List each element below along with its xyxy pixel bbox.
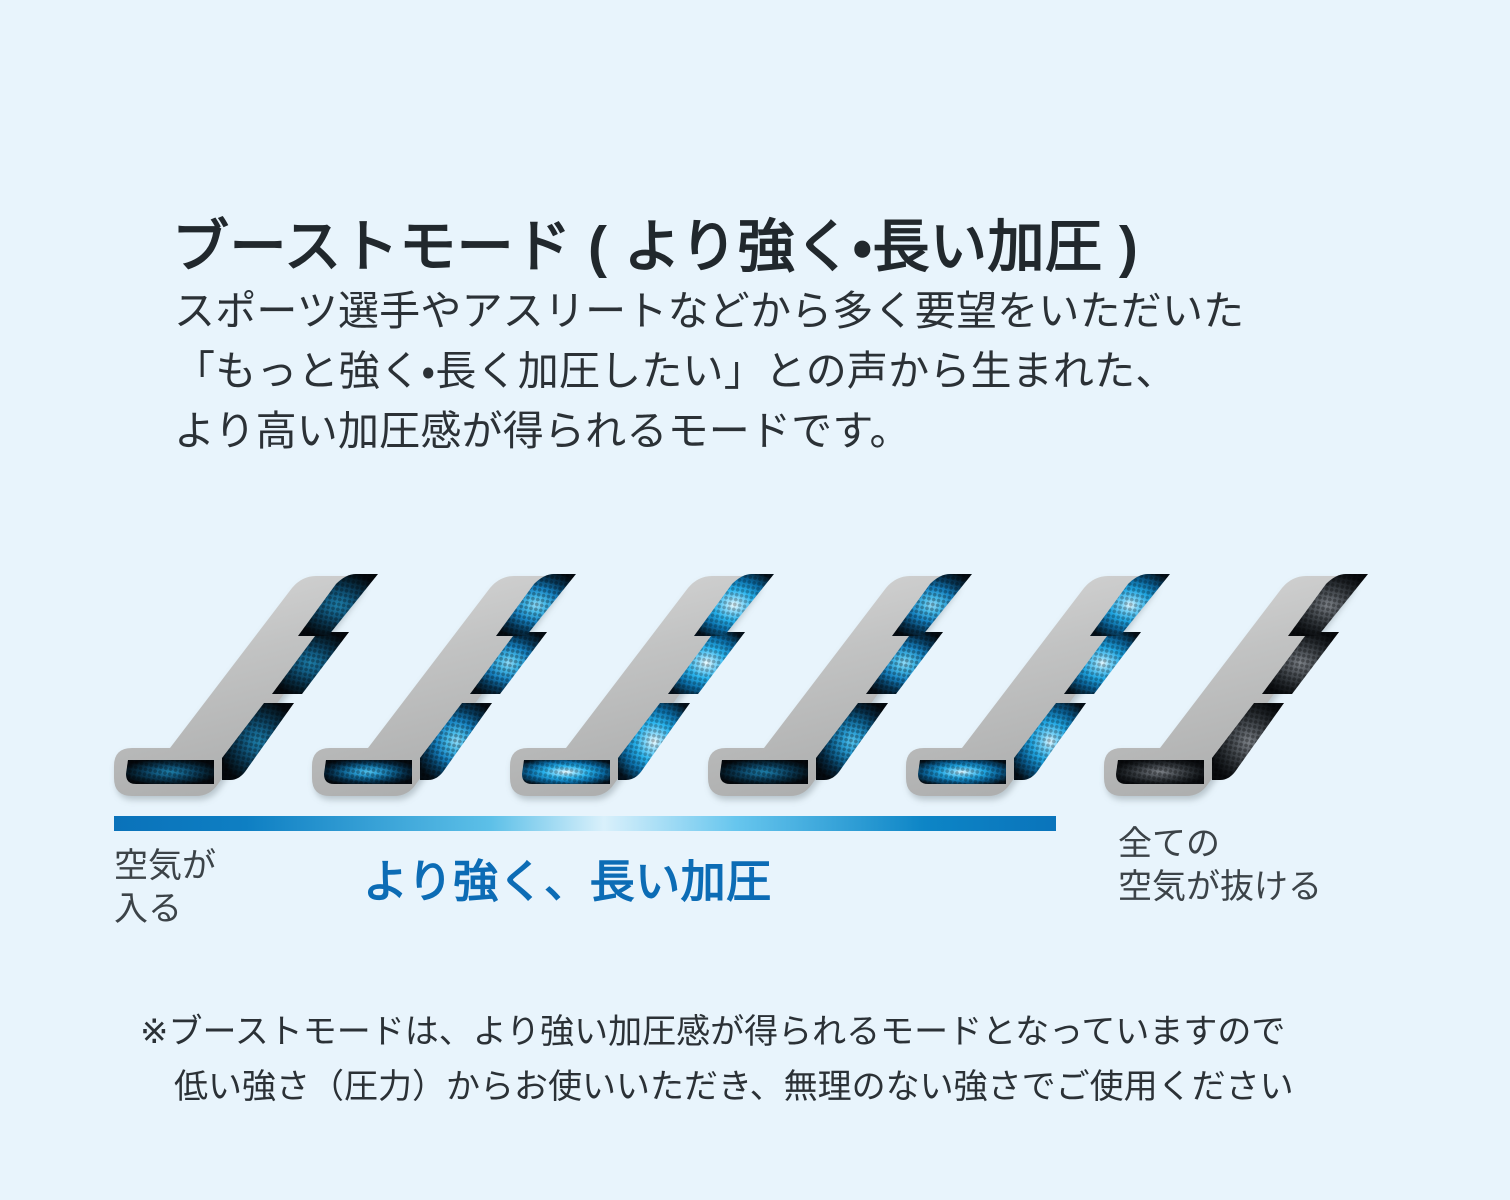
segment-thigh-dots	[1288, 574, 1368, 636]
segment-calf-dots	[1064, 632, 1141, 694]
segment-calf-dots	[866, 632, 943, 694]
cuff-4-segments	[720, 574, 972, 784]
segment-foot-dots	[918, 760, 1006, 784]
segment-thigh-dots	[496, 574, 576, 636]
segment-ankle-dots	[816, 703, 888, 780]
segment-ankle-dots	[1014, 703, 1086, 780]
segment-ankle-dots	[618, 703, 690, 780]
label-air-out-line2: 空気が抜ける	[1118, 868, 1322, 907]
cuff-6-segments	[1116, 574, 1368, 784]
pressure-gradient-bar	[114, 816, 1056, 831]
segment-foot-dots	[720, 760, 808, 784]
label-stronger-longer-pressure: より強く、長い加圧	[363, 856, 772, 907]
segment-calf-dots	[470, 632, 547, 694]
body-line-3: より高い加圧感が得られるモードです。	[174, 407, 911, 454]
compression-cuff-diagram	[0, 548, 1510, 838]
body-line-2: 「もっと強く・長く加圧したい」との声から生まれた、	[174, 347, 1177, 394]
cuff-4	[708, 574, 972, 796]
cuff-2	[312, 574, 576, 796]
footnote: ※ブーストモードは、より強い加圧感が得られるモードとなっていますので 低い強さ（…	[140, 1005, 1294, 1115]
segment-thigh-dots	[694, 574, 774, 636]
segment-calf-dots	[668, 632, 745, 694]
cuff-3-segments	[522, 574, 774, 784]
cuff-5	[906, 574, 1170, 796]
cuff-2-segments	[324, 574, 576, 784]
segment-foot-dots	[126, 760, 214, 784]
body-line-1: スポーツ選手やアスリートなどから多く要望をいただいた	[174, 288, 1245, 334]
label-air-in: 空気が 入る	[114, 845, 216, 931]
cuff-5-segments	[918, 574, 1170, 784]
segment-thigh-dots	[298, 574, 378, 636]
segment-ankle-dots	[222, 703, 294, 780]
body-description: スポーツ選手やアスリートなどから多く要望をいただいた 「もっと強く・長く加圧した…	[174, 282, 1244, 462]
label-air-out: 全ての 空気が抜ける	[1118, 823, 1322, 909]
page-title: ブーストモード ( より強く・長い加圧 )	[172, 215, 1139, 280]
segment-foot-dots	[324, 760, 412, 784]
segment-calf-dots	[1262, 632, 1339, 694]
segment-thigh-dots	[1090, 574, 1170, 636]
label-air-out-line1: 全ての	[1118, 825, 1220, 863]
segment-ankle-dots	[1212, 703, 1284, 780]
segment-ankle-dots	[420, 703, 492, 780]
segment-foot-dots	[522, 760, 610, 784]
footnote-line-2: 低い強さ（圧力）からお使いいただき、無理のない強さでご使用ください	[174, 1068, 1294, 1107]
footnote-line-1: ※ブーストモードは、より強い加圧感が得られるモードとなっていますので	[140, 1013, 1286, 1051]
segment-foot-dots	[1116, 760, 1204, 784]
segment-calf-dots	[272, 632, 349, 694]
cuff-1	[114, 574, 378, 796]
cuff-1-segments	[126, 574, 378, 784]
label-air-in-line1: 空気が	[114, 847, 216, 885]
cuff-6	[1104, 574, 1368, 796]
label-air-in-line2: 入る	[114, 890, 182, 929]
cuff-3	[510, 574, 774, 796]
segment-thigh-dots	[892, 574, 972, 636]
